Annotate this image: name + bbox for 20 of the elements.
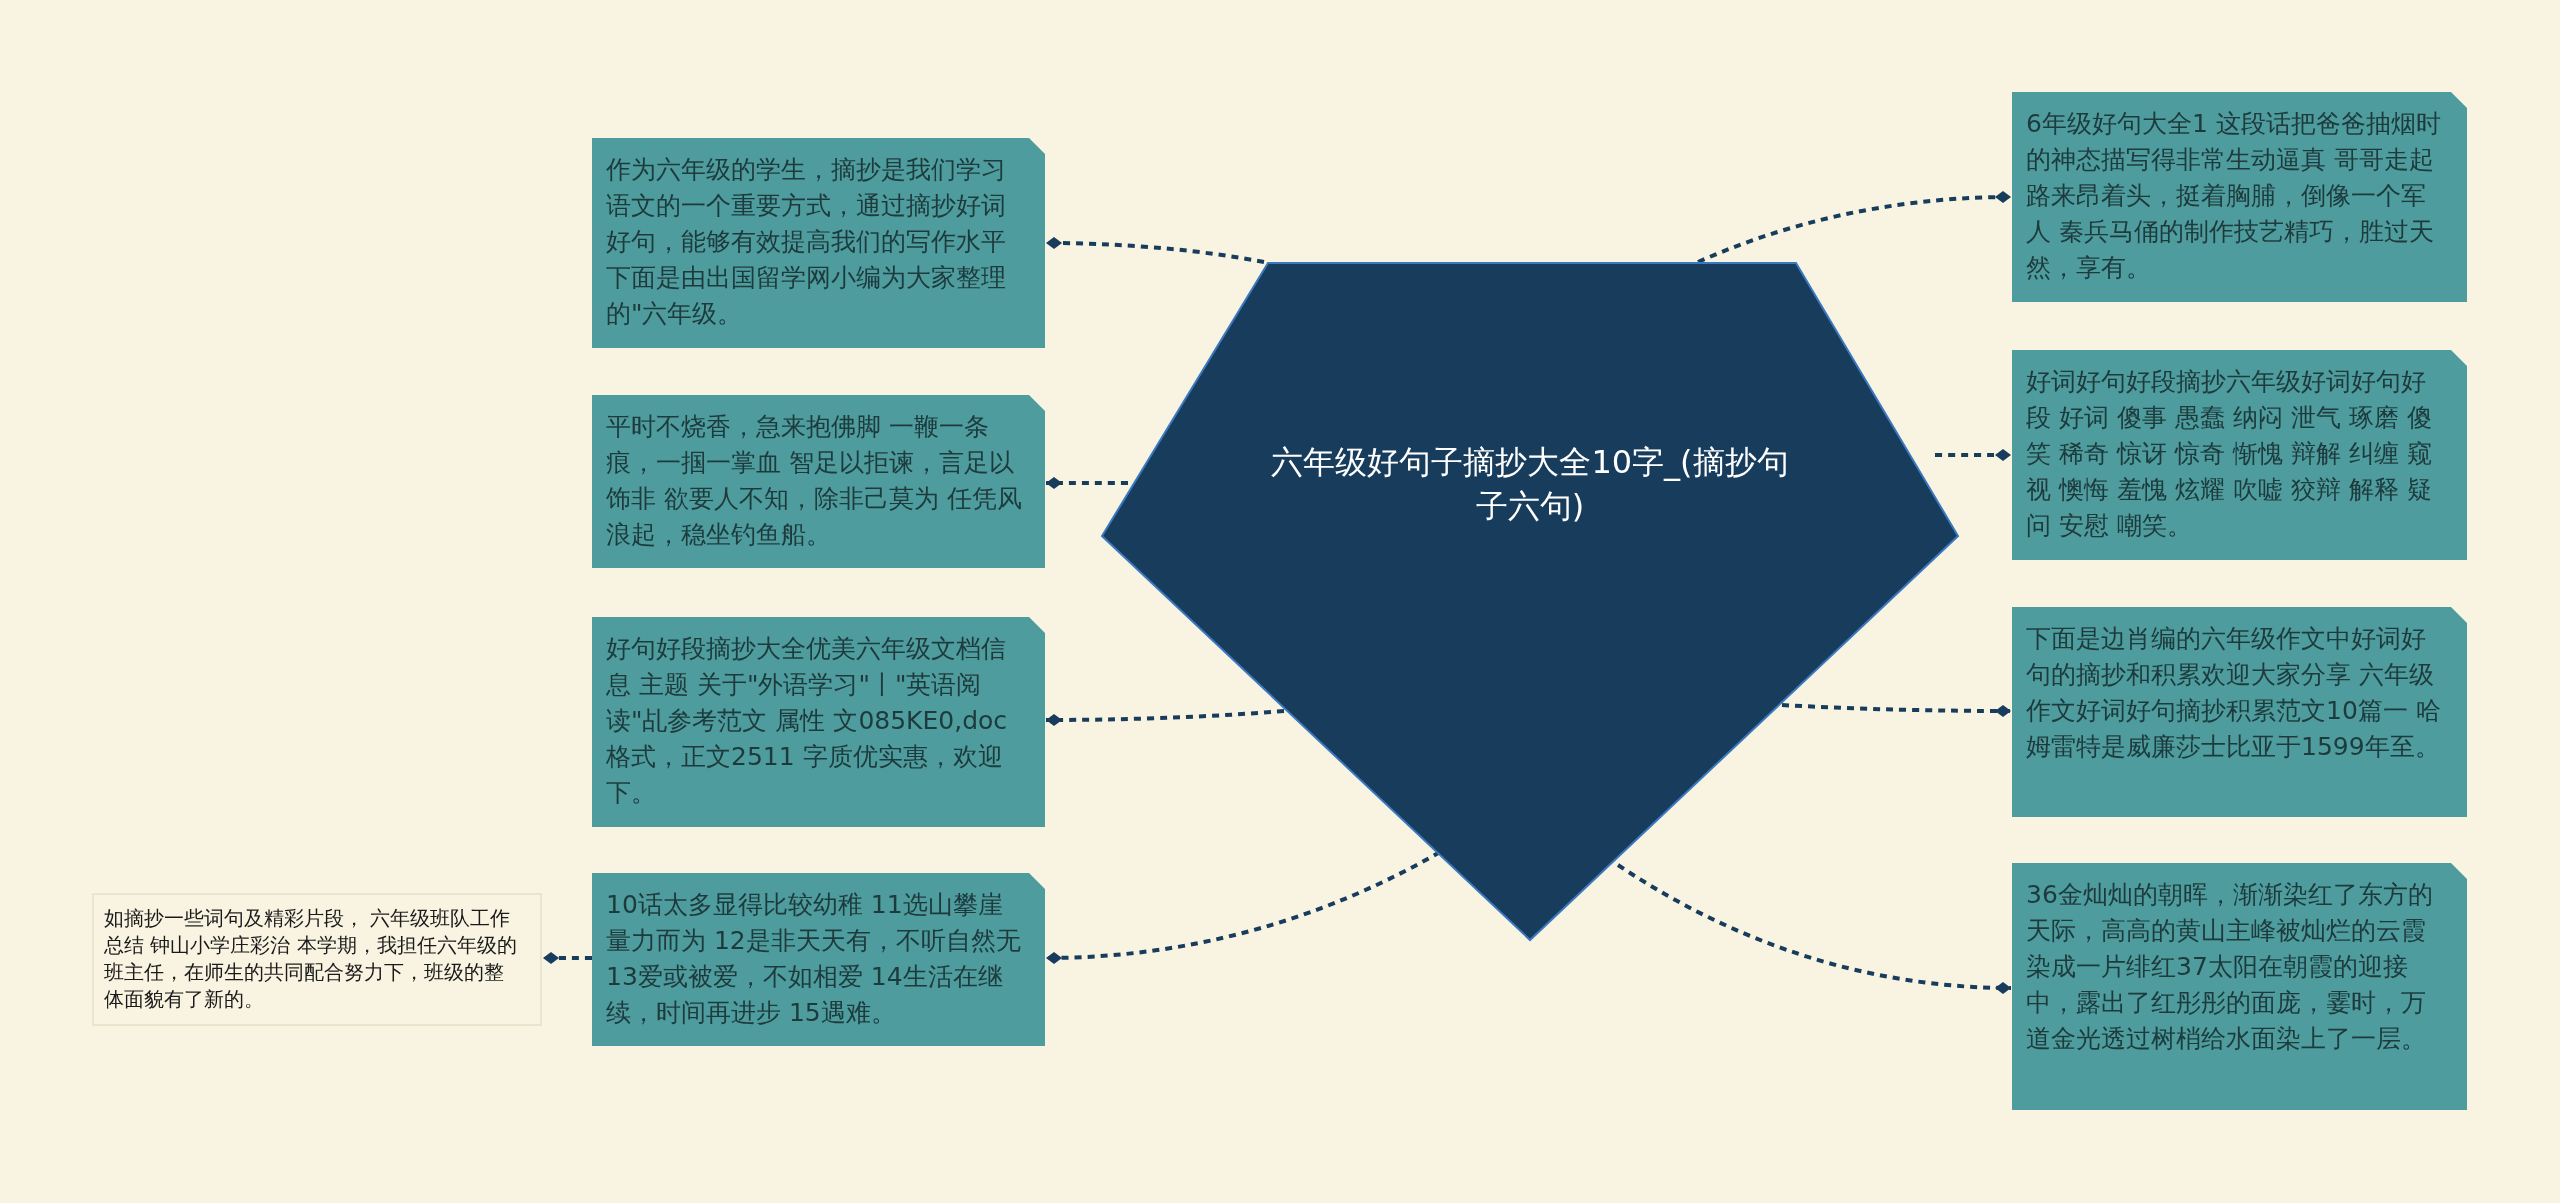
text-box: 好句好段摘抄大全优美六年级文档信息 主题 关于"外语学习"丨"英语阅读"乩参考范文 属性 文085KE0,doc 格式，正文2511 字质优实惠，欢迎下。 xyxy=(592,617,1045,827)
text-box: 好词好句好段摘抄六年级好词好句好段 好词 傻事 愚蠢 纳闷 泄气 琢磨 傻笑 稀奇 惊讶 惊奇 惭愧 辩解 纠缠 窥视 懊悔 羞愧 炫耀 吹嘘 狡辩 解释 疑问 安慰 嘲笑。 xyxy=(2012,350,2467,560)
connector xyxy=(1045,850,1441,964)
connector xyxy=(1781,703,2011,717)
text-box: 10话太多显得比较幼稚 11选山攀崖量力而为 12是非天天有，不听自然无 13爱或被爱，不如相爱 14生活在继续，时间再进步 15遇难。 xyxy=(592,873,1045,1046)
topic-text: 六年级好句子摘抄大全10字_(摘抄句子六句) xyxy=(1270,442,1790,527)
connector xyxy=(1616,863,2012,994)
text-box: 6年级好句大全1 这段话把爸爸抽烟时的神态描写得非常生动逼真 哥哥走起路来昂着头，挺着胸脯，倒像一个军人 秦兵马俑的制作技艺精巧，胜过天然，享有。 xyxy=(2012,92,2467,302)
connector xyxy=(1935,449,2011,461)
connector xyxy=(543,952,592,964)
text-box: 36金灿灿的朝晖，渐渐染红了东方的天际，高高的黄山主峰被灿烂的云霞染成一片绯红37太阳在朝霞的迎接中，露出了红彤彤的面庞，霎时，万道金光透过树梢给水面染上了一层。 xyxy=(2012,863,2467,1110)
connector xyxy=(1046,237,1265,264)
text-box: 下面是边肖编的六年级作文中好词好句的摘抄和积累欢迎大家分享 六年级作文好词好句摘抄积累范文10篇一 哈姆雷特是威廉莎士比亚于1599年至。 xyxy=(2012,607,2467,817)
pentagon-node xyxy=(1100,260,1960,944)
connector xyxy=(1697,191,2012,264)
connector xyxy=(1046,709,1285,726)
text-box: 平时不烧香，急来抱佛脚 一鞭一条痕，一掴一掌血 智足以拒谏，言足以饰非 欲要人不知，除非己莫为 任凭风浪起，稳坐钓鱼船。 xyxy=(592,395,1045,568)
connector xyxy=(1046,477,1128,489)
text-box: 作为六年级的学生，摘抄是我们学习语文的一个重要方式，通过摘抄好词好句，能够有效提高我们的写作水平下面是由出国留学网小编为大家整理的"六年级。 xyxy=(592,138,1045,348)
note-box: 如摘抄一些词句及精彩片段， 六年级班队工作总结 钟山小学庄彩治 本学期，我担任六年级的班主任，在师生的共同配合努力下，班级的整体面貌有了新的。 xyxy=(92,893,542,1026)
